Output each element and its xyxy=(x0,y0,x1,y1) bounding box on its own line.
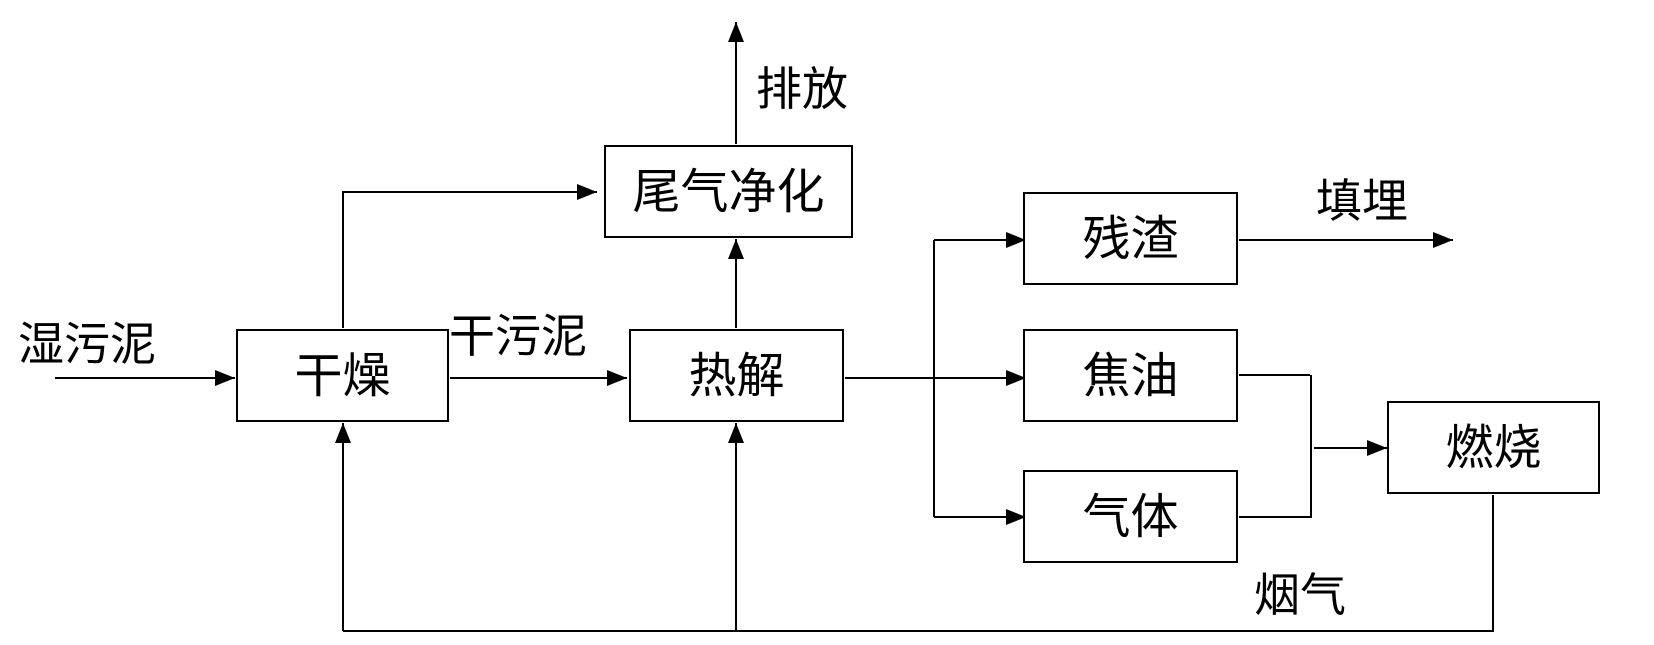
node-pyrolysis: 热解 xyxy=(629,329,844,422)
node-residue: 残渣 xyxy=(1023,192,1238,285)
node-tar: 焦油 xyxy=(1023,329,1238,422)
label-discharge: 排放 xyxy=(756,62,848,116)
arrow-drying-to-tail-gas xyxy=(342,184,597,328)
label-landfill: 填埋 xyxy=(1316,174,1408,228)
line-flue-gas-return xyxy=(343,495,1494,632)
label-flue-gas: 烟气 xyxy=(1254,568,1346,622)
label-wet-sludge: 湿污泥 xyxy=(18,317,156,371)
node-gas: 气体 xyxy=(1023,470,1238,563)
node-tail-gas-purification: 尾气净化 xyxy=(604,145,853,238)
label-dry-sludge: 干污泥 xyxy=(449,309,587,363)
node-combustion: 燃烧 xyxy=(1387,401,1600,494)
node-drying: 干燥 xyxy=(236,329,449,422)
